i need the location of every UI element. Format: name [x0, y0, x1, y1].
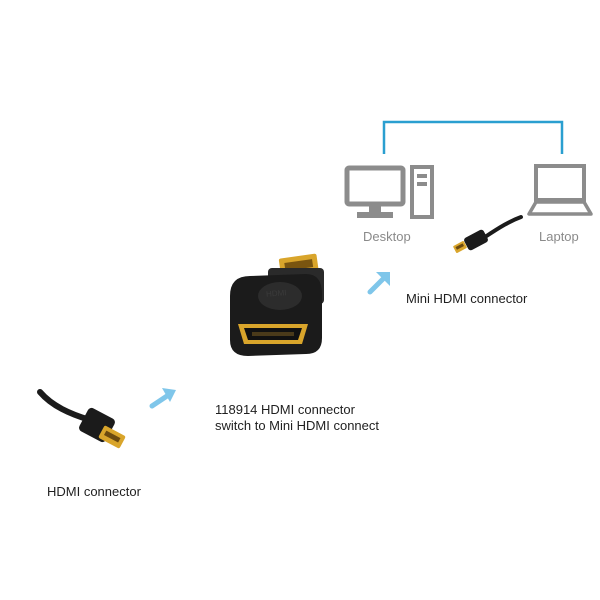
- desktop-label: Desktop: [363, 229, 411, 244]
- hdmi-cable-image: [37, 389, 126, 449]
- laptop-icon: [527, 164, 593, 216]
- adapter-image: [230, 253, 324, 356]
- desktop-tower-icon: [410, 165, 434, 219]
- desktop-group: [340, 165, 440, 225]
- mini-hdmi-label: Mini HDMI connector: [406, 291, 528, 306]
- arrow-icon: [149, 388, 176, 409]
- link-line: [382, 120, 564, 154]
- mini-hdmi-cable-image: [453, 215, 523, 253]
- adapter-stamp: HDMI: [265, 288, 287, 299]
- arrow-icon: [367, 272, 390, 295]
- laptop-label: Laptop: [539, 229, 579, 244]
- desktop-monitor-icon: [344, 165, 406, 218]
- adapter-label: 118914 HDMI connector switch to Mini HDM…: [215, 402, 379, 433]
- hdmi-label: HDMI connector: [47, 484, 141, 499]
